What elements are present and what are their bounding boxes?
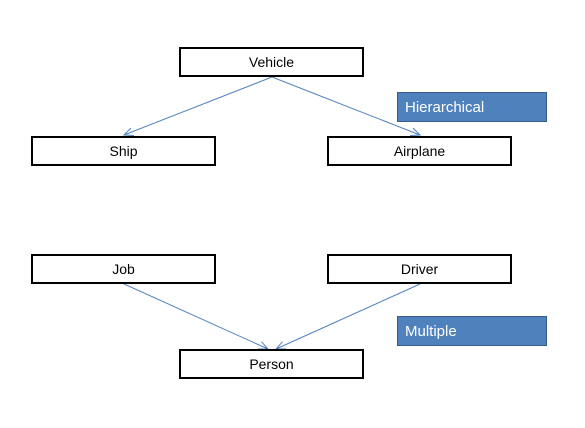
person-box: Person — [179, 349, 364, 379]
multiple-tag: Multiple — [397, 316, 547, 346]
arrow-job-to-person — [123, 283, 268, 349]
job-box: Job — [31, 254, 216, 284]
vehicle-box: Vehicle — [179, 47, 364, 77]
arrow-driver-to-person — [276, 283, 421, 349]
hierarchical-tag: Hierarchical — [397, 92, 547, 122]
driver-box: Driver — [327, 254, 512, 284]
airplane-box: Airplane — [327, 136, 512, 166]
arrow-vehicle-to-ship — [124, 76, 273, 135]
arrow-vehicle-to-airplane — [271, 76, 420, 135]
ship-box: Ship — [31, 136, 216, 166]
